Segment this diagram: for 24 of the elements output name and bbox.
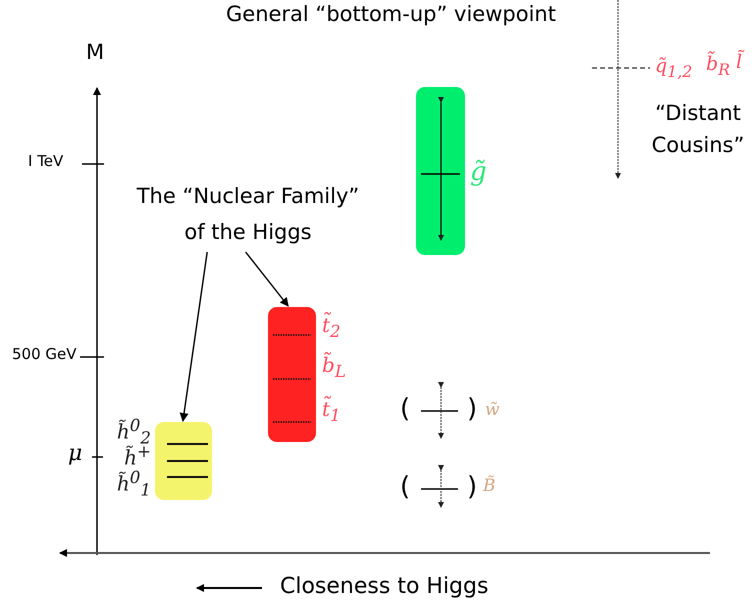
particle-label: w̃ — [485, 400, 500, 420]
tick-label: 500 GeV — [12, 345, 77, 363]
particle-label: h̃$^{+}$ — [124, 442, 151, 470]
arrow — [245, 252, 289, 307]
particle-label: B̃ — [483, 476, 496, 496]
particle-label: t̃$_{2}$ — [322, 313, 341, 341]
bracket: ( — [400, 394, 410, 424]
callout-text: The “Nuclear Family” of the Higgs — [136, 183, 360, 246]
particle-label: g̃ — [470, 157, 487, 187]
particle-label: b̃$_{R}$ — [706, 53, 730, 79]
note-text: “Distant Cousins” — [650, 100, 746, 159]
tick-label: I TeV — [28, 152, 64, 170]
arrow — [180, 252, 208, 422]
axis-label: M — [86, 40, 104, 64]
axis-title: Closeness to Higgs — [280, 574, 488, 599]
bracket: ) — [467, 394, 478, 424]
particle-label: l̃ — [736, 51, 742, 73]
title: General “bottom-up” viewpoint — [226, 2, 556, 26]
bracket: ( — [400, 472, 410, 502]
particle-label: b̃$_{L}$ — [322, 353, 346, 381]
tick-label: μ — [68, 441, 82, 466]
particle-label: q̃$_{1,2}$ — [655, 55, 692, 81]
bracket: ) — [467, 472, 478, 502]
particle-label: t̃$_{1}$ — [322, 397, 341, 425]
